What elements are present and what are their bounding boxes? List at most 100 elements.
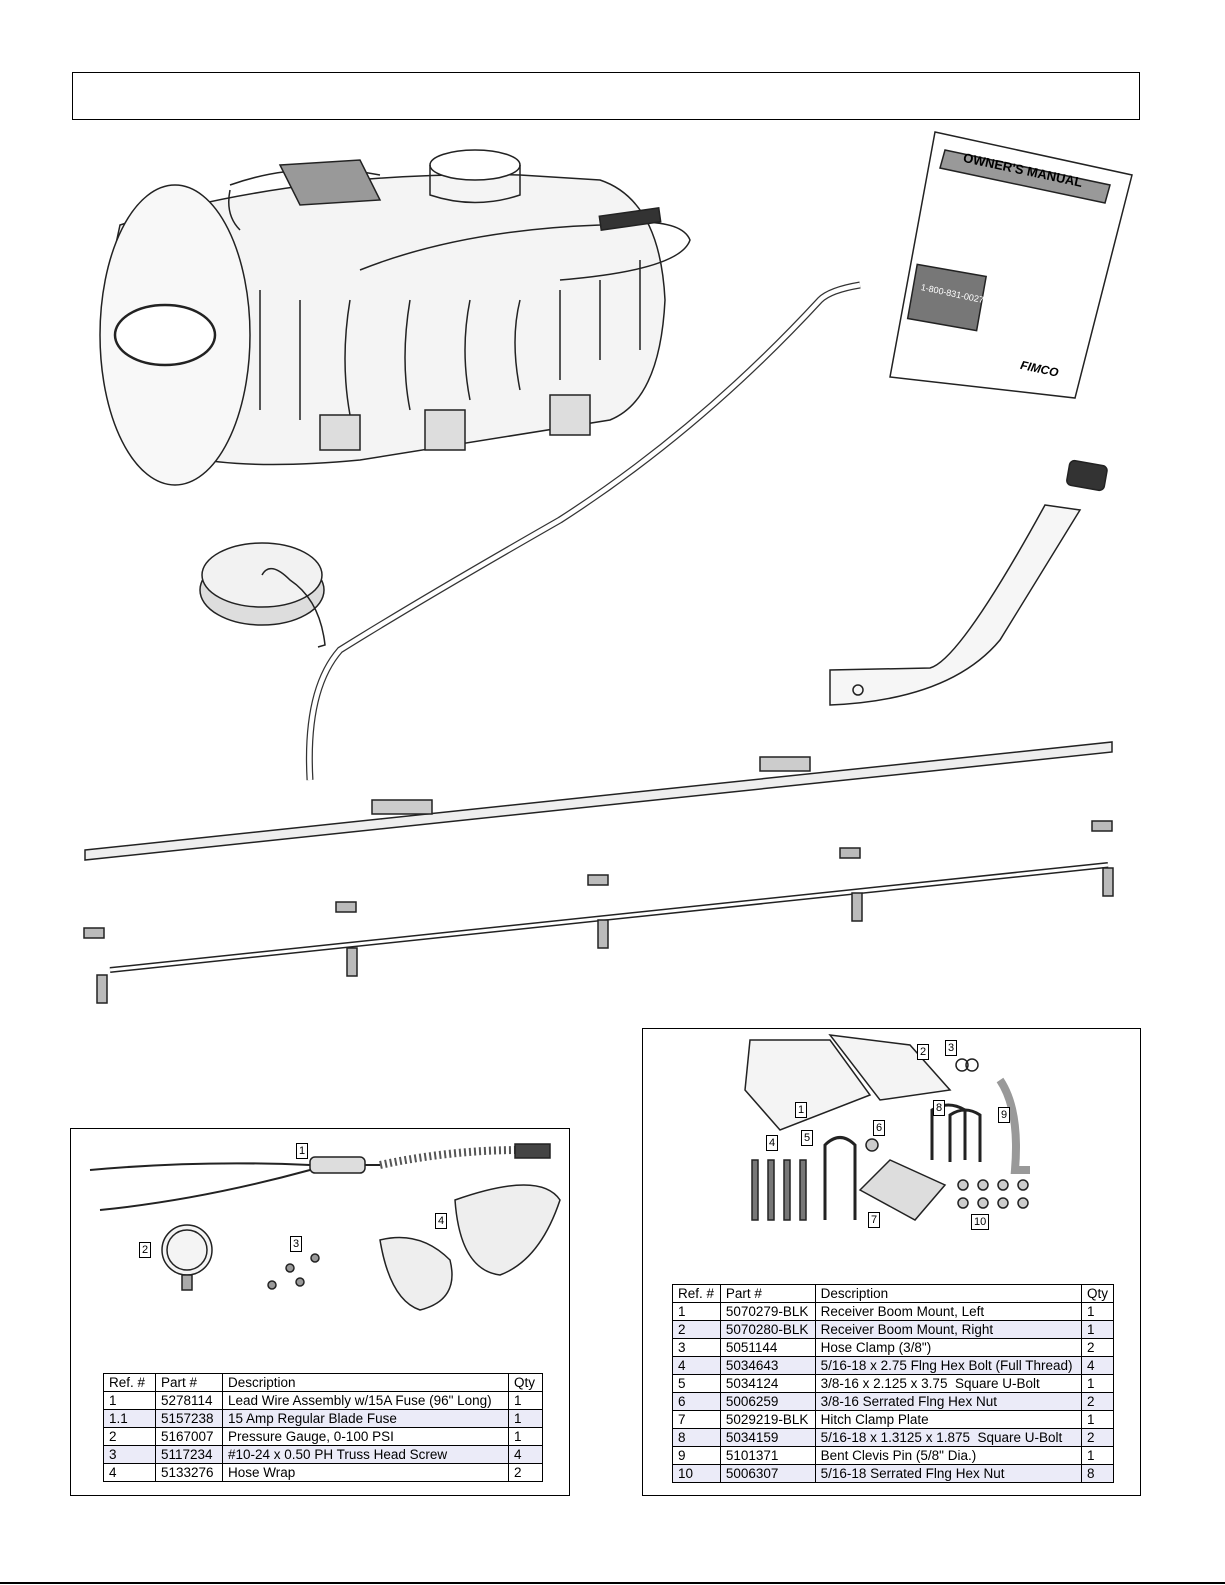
- callout-10: 10: [971, 1214, 990, 1230]
- column-header-description: Description: [222, 1373, 509, 1392]
- callout-4: 4: [766, 1135, 779, 1151]
- cell-part-number: 5029219-BLK: [719, 1410, 816, 1429]
- cell-description: 5/16-18 Serrated Flng Hex Nut: [814, 1464, 1082, 1483]
- hose-wrap-illustration: [379, 1184, 561, 1311]
- cell-ref: 4: [103, 1463, 156, 1482]
- screws-illustration: [267, 1253, 320, 1290]
- cell-qty: 1: [1080, 1320, 1115, 1339]
- cell-part-number: 5006307: [719, 1464, 816, 1483]
- column-header-qty: Qty: [508, 1373, 543, 1392]
- cell-part-number: 5070279-BLK: [719, 1302, 816, 1321]
- mount-kit-panel: [642, 1028, 1141, 1496]
- cell-description: 5/16-18 x 1.3125 x 1.875 Square U-Bolt: [814, 1428, 1082, 1447]
- owners-manual-illustration: [889, 131, 1133, 399]
- cell-ref: 5: [672, 1374, 721, 1393]
- cell-description: 5/16-18 x 2.75 Flng Hex Bolt (Full Threa…: [814, 1356, 1082, 1375]
- cell-ref: 1: [103, 1391, 156, 1410]
- callout-1: 1: [795, 1102, 808, 1118]
- cell-part-number: 5034124: [719, 1374, 816, 1393]
- clevis-pin-illustration: [996, 1077, 1030, 1174]
- callout-5: 5: [801, 1130, 814, 1146]
- u-bolts-illustration: [823, 1103, 982, 1220]
- cell-description: 3/8-16 Serrated Flng Hex Nut: [814, 1392, 1082, 1411]
- column-header-qty: Qty: [1080, 1284, 1115, 1303]
- callout-3: 3: [290, 1236, 303, 1252]
- callout-3: 3: [945, 1040, 958, 1056]
- callout-2: 2: [917, 1044, 930, 1060]
- cell-part-number: 5278114: [155, 1391, 223, 1410]
- cell-ref: 2: [672, 1320, 721, 1339]
- cell-description: Receiver Boom Mount, Right: [814, 1320, 1082, 1339]
- callout-7: 7: [868, 1212, 881, 1228]
- nuts-illustration: [865, 1138, 1029, 1209]
- cell-qty: 1: [508, 1409, 543, 1428]
- callout-4: 4: [435, 1213, 448, 1229]
- cell-part-number: 5006259: [719, 1392, 816, 1411]
- cell-description: Lead Wire Assembly w/15A Fuse (96" Long): [222, 1391, 509, 1410]
- cell-ref: 1: [672, 1302, 721, 1321]
- cell-qty: 4: [1080, 1356, 1115, 1375]
- cell-qty: 1: [1080, 1410, 1115, 1429]
- lead-wire-illustration: [89, 1143, 551, 1211]
- cell-qty: 2: [1080, 1338, 1115, 1357]
- cell-description: Hose Wrap: [222, 1463, 509, 1482]
- callout-2: 2: [139, 1242, 152, 1258]
- cell-description: Pressure Gauge, 0-100 PSI: [222, 1427, 509, 1446]
- header-box: [72, 72, 1140, 120]
- tank-illustration: [99, 149, 691, 486]
- cell-part-number: 5117234: [155, 1445, 223, 1464]
- cell-ref: 3: [672, 1338, 721, 1357]
- cell-qty: 2: [1080, 1428, 1115, 1447]
- column-header-description: Description: [814, 1284, 1082, 1303]
- bolts-illustration: [751, 1159, 807, 1221]
- cell-part-number: 5070280-BLK: [719, 1320, 816, 1339]
- cell-qty: 1: [1080, 1374, 1115, 1393]
- cell-ref: 1.1: [103, 1409, 156, 1428]
- cell-qty: 1: [1080, 1446, 1115, 1465]
- page-bottom-rule: [0, 1582, 1225, 1584]
- cell-description: 15 Amp Regular Blade Fuse: [222, 1409, 509, 1428]
- cell-part-number: 5034159: [719, 1428, 816, 1447]
- cell-description: Receiver Boom Mount, Left: [814, 1302, 1082, 1321]
- cell-qty: 1: [1080, 1302, 1115, 1321]
- cell-description: Hose Clamp (3/8"): [814, 1338, 1082, 1357]
- hitch-clamp-plate-illustration: [858, 1159, 947, 1221]
- hose-clamps-illustration: [955, 1058, 979, 1072]
- cell-description: #10-24 x 0.50 PH Truss Head Screw: [222, 1445, 509, 1464]
- boom-illustration: [84, 741, 1113, 973]
- cell-description: 3/8-16 x 2.125 x 3.75 Square U-Bolt: [814, 1374, 1082, 1393]
- receiver-mount-illustration: [829, 459, 1108, 706]
- callout-8: 8: [933, 1100, 946, 1116]
- cell-ref: 2: [103, 1427, 156, 1446]
- cell-ref: 4: [672, 1356, 721, 1375]
- callout-6: 6: [873, 1120, 886, 1136]
- callout-1: 1: [296, 1143, 309, 1159]
- wiring-kit-panel: [70, 1128, 570, 1496]
- cell-ref: 8: [672, 1428, 721, 1447]
- cell-description: Hitch Clamp Plate: [814, 1410, 1082, 1429]
- cell-qty: 2: [1080, 1392, 1115, 1411]
- column-header-ref: Ref. #: [672, 1284, 721, 1303]
- callout-9: 9: [998, 1107, 1011, 1123]
- cell-part-number: 5101371: [719, 1446, 816, 1465]
- boom-mount-brackets-illustration: [744, 1034, 952, 1131]
- cell-ref: 7: [672, 1410, 721, 1429]
- cell-qty: 4: [508, 1445, 543, 1464]
- pressure-gauge-illustration: [161, 1224, 213, 1291]
- column-header-part-number: Part #: [155, 1373, 223, 1392]
